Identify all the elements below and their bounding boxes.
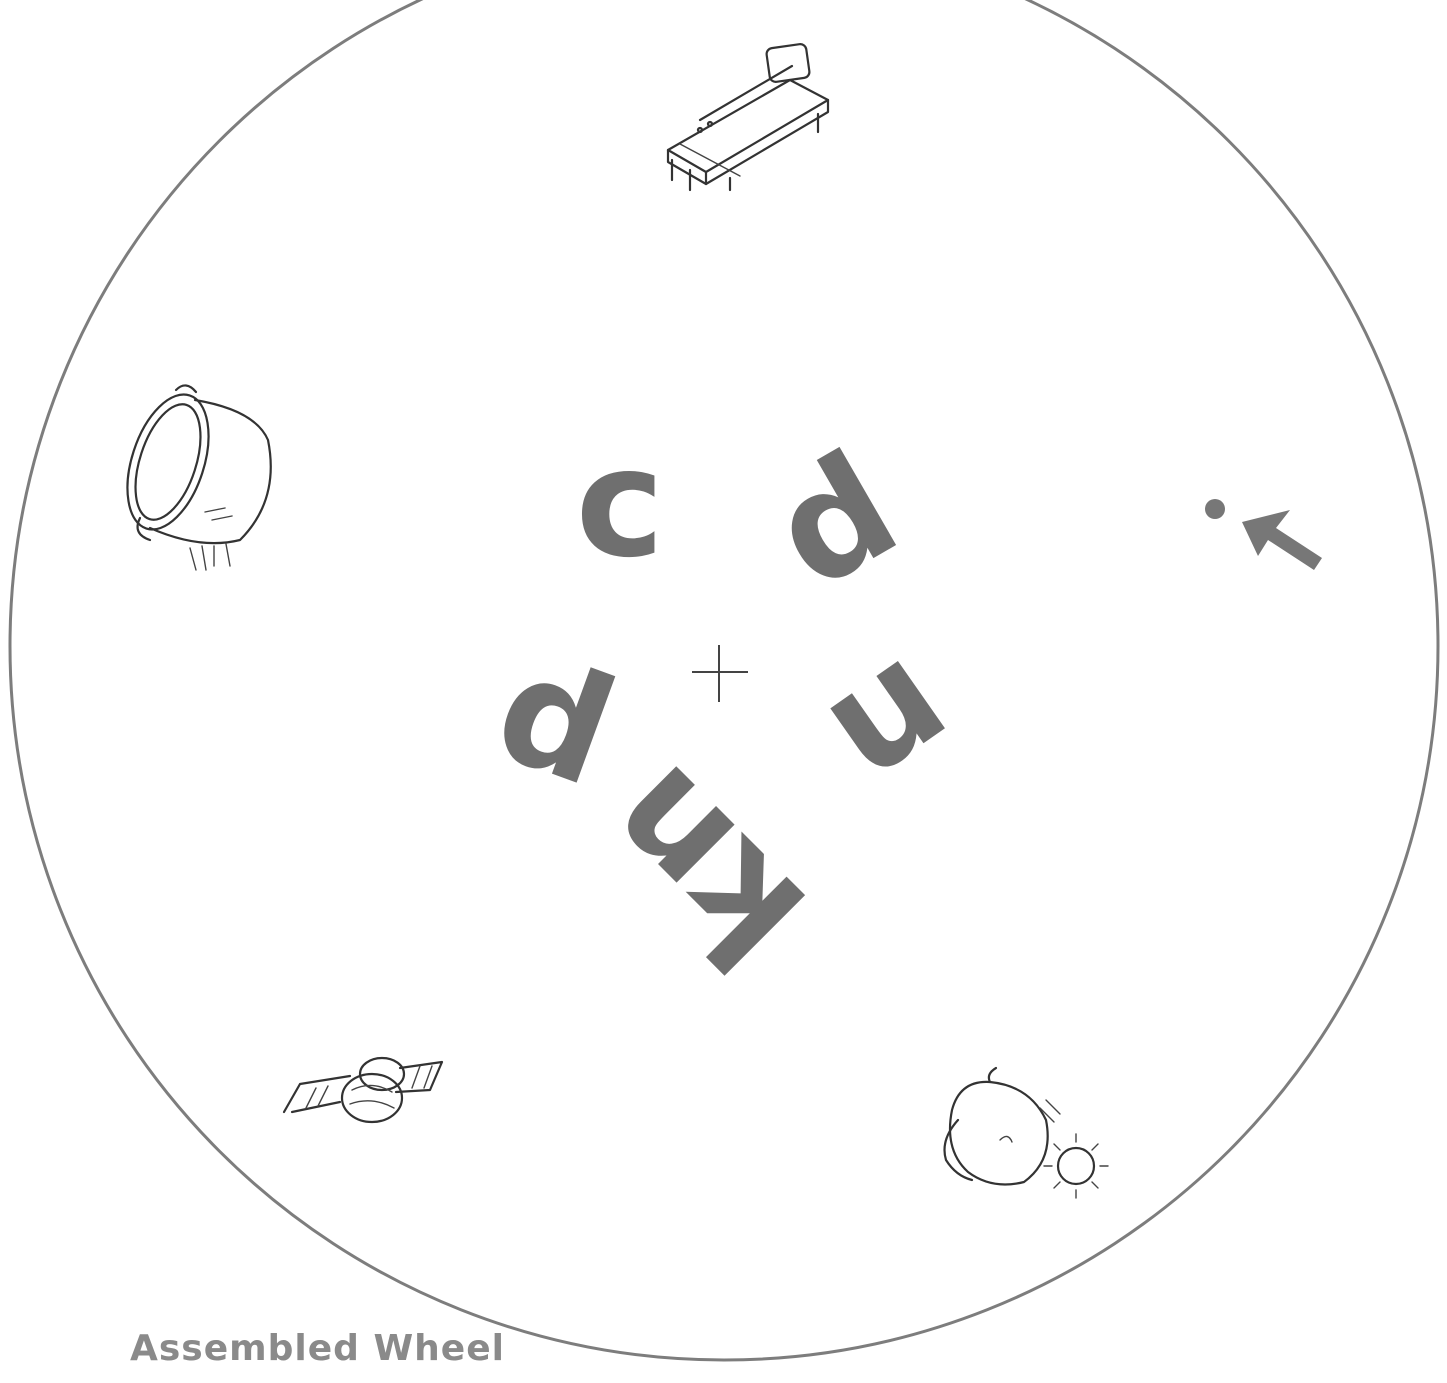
diagram-caption: Assembled Wheel (130, 1328, 505, 1369)
bed-icon (668, 43, 828, 190)
letter-c: c (576, 417, 665, 591)
letter-p-left: p (468, 639, 628, 839)
center-crosshair-icon (692, 645, 748, 702)
letters-kn-bottom: kn (570, 733, 839, 1002)
pot-icon (112, 384, 271, 570)
wheel-circle (10, 0, 1438, 1360)
knotted-rope-icon (284, 1058, 442, 1122)
letter-n-right: n (800, 624, 987, 828)
head-sun-icon (945, 1068, 1109, 1198)
arrow-pointer-icon (1205, 499, 1322, 570)
letter-p-upper-right: p (755, 436, 935, 640)
